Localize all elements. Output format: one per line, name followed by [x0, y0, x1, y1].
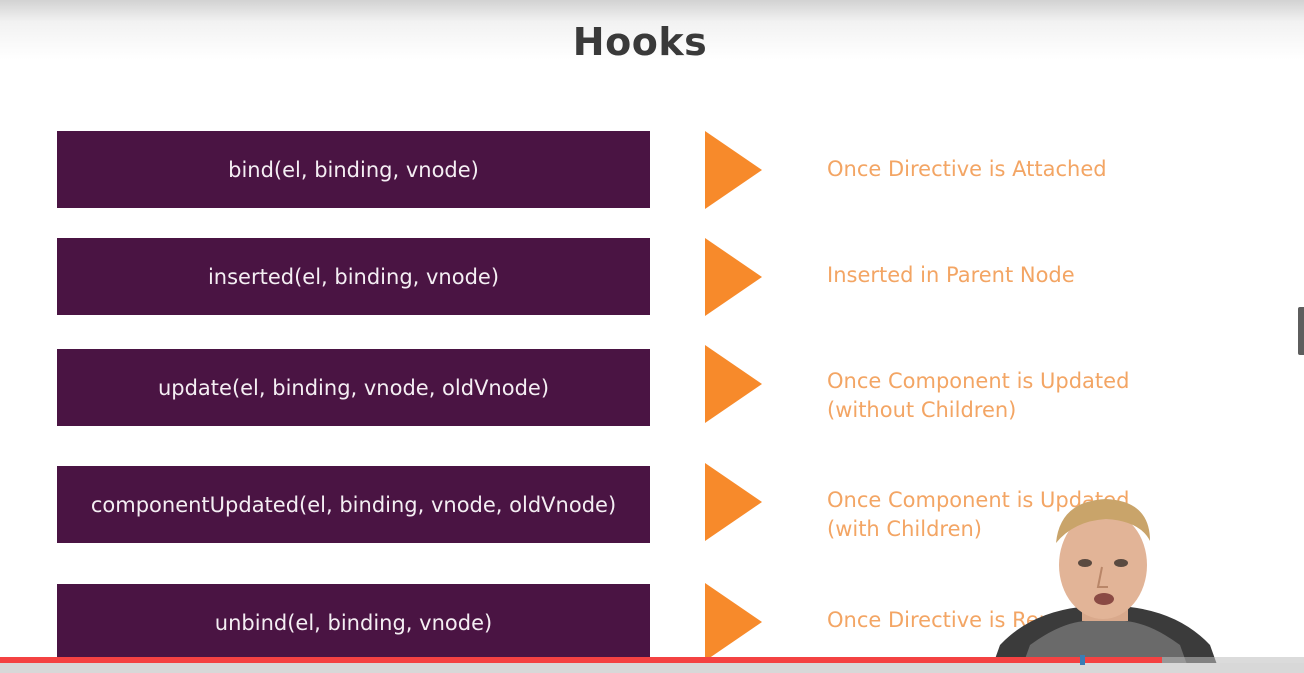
hook-description-update: Once Component is Updated (without Child…: [827, 367, 1129, 425]
scroll-handle[interactable]: [1298, 307, 1304, 355]
arrow-right-icon: [705, 131, 762, 209]
arrow-right-icon: [705, 583, 762, 661]
description-line: (without Children): [827, 398, 1017, 422]
hook-description-componentupdated: Once Component is Updated (with Children…: [827, 486, 1129, 544]
arrow-right-icon: [705, 345, 762, 423]
progress-buffered-segment: [1084, 657, 1162, 663]
description-line: (with Children): [827, 517, 982, 541]
video-progress-bar[interactable]: [0, 655, 1304, 665]
slide-title: Hooks: [572, 20, 708, 64]
progress-thumb[interactable]: [1080, 655, 1086, 665]
player-bottom-bar: [0, 663, 1304, 673]
hook-description-bind: Once Directive is Attached: [827, 155, 1107, 184]
description-line: Once Directive is Attached: [827, 157, 1107, 181]
description-line: Once Component is Updated: [827, 369, 1130, 393]
progress-played: [0, 657, 1083, 663]
presenter-webcam-image: [990, 499, 1220, 673]
arrow-right-icon: [705, 238, 762, 316]
hook-signature-bind: bind(el, binding, vnode): [57, 131, 650, 208]
hook-description-inserted: Inserted in Parent Node: [827, 261, 1075, 290]
hook-signature-inserted: inserted(el, binding, vnode): [57, 238, 650, 315]
hook-signature-componentupdated: componentUpdated(el, binding, vnode, old…: [57, 466, 650, 543]
hook-signature-unbind: unbind(el, binding, vnode): [57, 584, 650, 661]
arrow-right-icon: [705, 463, 762, 541]
description-line: Inserted in Parent Node: [827, 263, 1075, 287]
hook-signature-update: update(el, binding, vnode, oldVnode): [57, 349, 650, 426]
